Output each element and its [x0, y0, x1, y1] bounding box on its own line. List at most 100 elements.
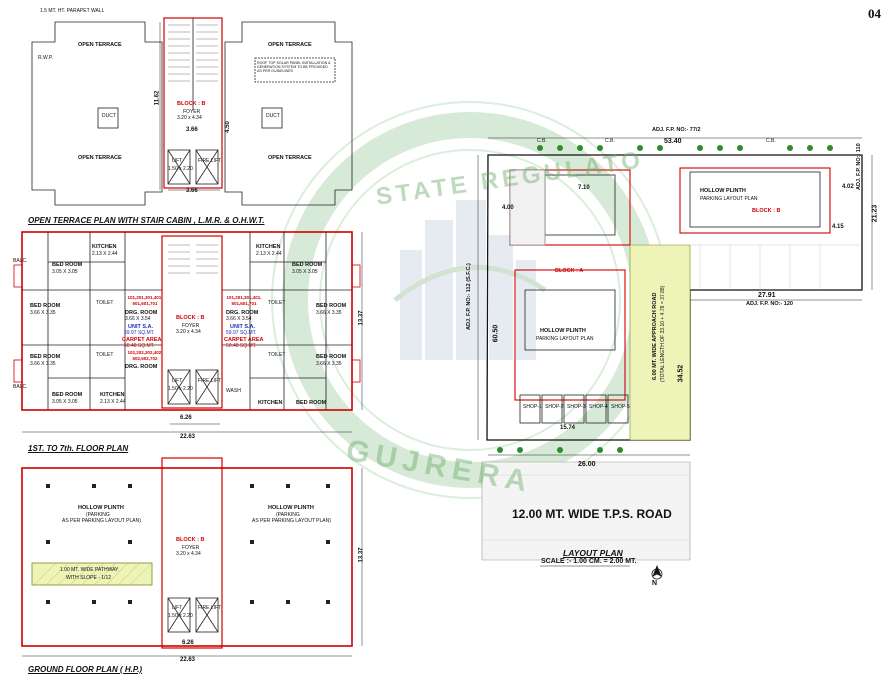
wash-r: WASH: [226, 388, 241, 394]
kitchen-bl-size: 2.13 X 2.44: [100, 399, 126, 405]
parapet-label: 1.5 MT. HT. PARAPET WALL: [40, 8, 105, 14]
hollow-plinth-r: HOLLOW PLINTH: [268, 505, 314, 511]
layout-dim-side: 34.52: [677, 364, 685, 383]
bed-room-tl-size: 3.05 X 3.05: [52, 269, 78, 275]
adj-bottom-right: ADJ. F.P. NO:- 120: [746, 301, 793, 307]
parking-note-l: AS PER PARKING LAYOUT PLAN): [62, 518, 141, 524]
parking-note-r: AS PER PARKING LAYOUT PLAN): [252, 518, 331, 524]
kitchen-tr: KITCHEN: [256, 244, 281, 250]
typical-floor-plan: [13, 231, 363, 433]
carpet-area-r: 50.48 SQ.MT.: [226, 343, 257, 349]
ground-lift: LIFT: [172, 605, 183, 611]
north-label: N: [652, 580, 658, 587]
adj-right: ADJ. F.P. NO:- 110: [856, 143, 862, 190]
bed-room-mr-size: 3.66 X 3.35: [316, 310, 342, 316]
terrace-dim-width-a: 3.66: [186, 127, 198, 133]
bed-room-tl: BED ROOM: [52, 262, 83, 268]
bed-room-bl-size: 3.66 X 3.35: [30, 361, 56, 367]
bed-room-bl: BED ROOM: [30, 354, 61, 360]
adj-left: ADJ. F.P. NO:- 112 (S.F.C.): [466, 263, 472, 330]
bed-room-br: BED ROOM: [316, 354, 347, 360]
flats-b-label: 102,202,302,402, 502,602,702: [127, 350, 163, 361]
typical-fire-lift: FIRE LIFT: [198, 378, 222, 384]
ground-foyer: FOYER: [182, 545, 200, 551]
terrace-foyer-size: 3.20 x 4.34: [177, 115, 202, 121]
tps-road-label: 12.00 MT. WIDE T.P.S. ROAD: [512, 507, 672, 521]
layout-dim-4-00: 4.00: [502, 205, 514, 211]
layout-hollow-plinth-b: HOLLOW PLINTH: [700, 188, 746, 194]
drg-room-r: DRG. ROOM: [226, 310, 259, 316]
drg-size-l: 3.66 X 3.54: [125, 316, 151, 322]
ground-floor-plan: [21, 457, 363, 657]
typical-dim-mid: 6.26: [180, 415, 192, 421]
layout-dim-15-74: 15.74: [560, 425, 576, 431]
unit-area-l: 59.97 SQ.MT.: [124, 330, 155, 336]
shop-5: SHOP-5: [611, 404, 630, 410]
ground-fire-lift: FIRE LIFT: [198, 605, 222, 611]
layout-plan-caption: LAYOUT PLAN: [563, 548, 623, 558]
open-terrace-label-4: OPEN TERRACE: [268, 155, 312, 161]
layout-hollow-plinth-a: HOLLOW PLINTH: [540, 328, 586, 334]
layout-block-a: BLOCK : A: [555, 268, 584, 274]
unit-sa-r: UNIT S.A.: [230, 324, 256, 330]
parking-l: (PARKING: [86, 512, 110, 518]
duct-label: DUCT: [102, 113, 116, 119]
bed-room-ml-size: 3.66 X 3.35: [30, 310, 56, 316]
layout-plan: [477, 137, 873, 580]
carpet-r: CARPET AREA: [224, 337, 264, 343]
ground-lift-size: 1.50 x 2.20: [168, 613, 193, 619]
open-terrace-label-3: OPEN TERRACE: [78, 155, 122, 161]
shop-2: SHOP-2: [545, 404, 564, 410]
layout-dim-4-15: 4.15: [832, 224, 844, 230]
terrace-dim-width-b: 3.66: [186, 188, 198, 194]
typical-plan-caption: 1ST. TO 7th. FLOOR PLAN: [28, 444, 129, 453]
terrace-fire-lift: FIRE LIFT: [198, 158, 222, 164]
typical-dim-height: 13.37: [358, 310, 365, 326]
ground-block-label: BLOCK : B: [176, 537, 205, 543]
typical-lift-size: 1.50 x 2.20: [168, 386, 193, 392]
terrace-lift: LIFT: [172, 158, 183, 164]
approach-length: (TOTAL LENGTH OF 33.10 + 4.78 = 37.88): [660, 285, 666, 382]
bed-room-bl2-size: 3.05 X 3.05: [52, 399, 78, 405]
duct-label-2: DUCT: [266, 113, 280, 119]
kitchen-tr-size: 2.13 X 2.44: [256, 251, 282, 257]
page-number: 04: [868, 6, 881, 21]
layout-parking-plan-a: PARKING LAYOUT PLAN: [536, 336, 594, 342]
terrace-foyer: FOYER: [183, 109, 201, 115]
solar-note: ROOF TOP SOLAR PANEL INSTALLATION & GENE…: [257, 61, 331, 73]
unit-sa-l: UNIT S.A.: [128, 324, 154, 330]
terrace-plan: [31, 17, 353, 206]
drg-room-l: DRG. ROOM: [125, 310, 158, 316]
cb-label-2: C.B.: [605, 138, 615, 144]
hollow-plinth-l: HOLLOW PLINTH: [78, 505, 124, 511]
layout-dim-right: 21.23: [871, 204, 879, 223]
open-terrace-label-2: OPEN TERRACE: [268, 42, 312, 48]
typical-dim-width: 22.63: [180, 434, 196, 440]
layout-dim-4-02: 4.02: [842, 184, 854, 190]
kitchen-br: KITCHEN: [258, 400, 283, 406]
ground-dim-height: 13.37: [358, 547, 365, 563]
bed-room-ml: BED ROOM: [30, 303, 61, 309]
carpet-l: CARPET AREA: [122, 337, 162, 343]
bed-room-tr: BED ROOM: [292, 262, 323, 268]
balc-bl: BALC.: [13, 384, 28, 390]
drg-room-l2: DRG. ROOM: [125, 364, 158, 370]
cb-label-3: C.B.: [766, 138, 776, 144]
cb-label-1: C.B.: [537, 138, 547, 144]
typical-block-label: BLOCK : B: [176, 315, 205, 321]
kitchen-tl: KITCHEN: [92, 244, 117, 250]
layout-dim-road: 26.00: [578, 461, 596, 468]
ground-foyer-size: 3.20 x 4.34: [176, 551, 201, 557]
unit-area-r: 59.97 SQ.MT.: [226, 330, 257, 336]
terrace-plan-caption: OPEN TERRACE PLAN WITH STAIR CABIN , L.M…: [28, 216, 265, 225]
terrace-dim-height: 11.62: [154, 90, 161, 106]
layout-block-b: BLOCK : B: [752, 208, 781, 214]
flats-a-label: 101,201,301,401, 501,601,701: [127, 295, 163, 306]
bed-room-bl2: BED ROOM: [52, 392, 83, 398]
toilet-l1: TOILET: [96, 300, 114, 306]
bed-room-br2: BED ROOM: [296, 400, 327, 406]
adj-top: ADJ. F.P. NO:- 77/2: [652, 127, 701, 133]
bed-room-tr-size: 3.05 X 3.05: [292, 269, 318, 275]
layout-dim-bottom-right: 27.91: [758, 292, 776, 299]
